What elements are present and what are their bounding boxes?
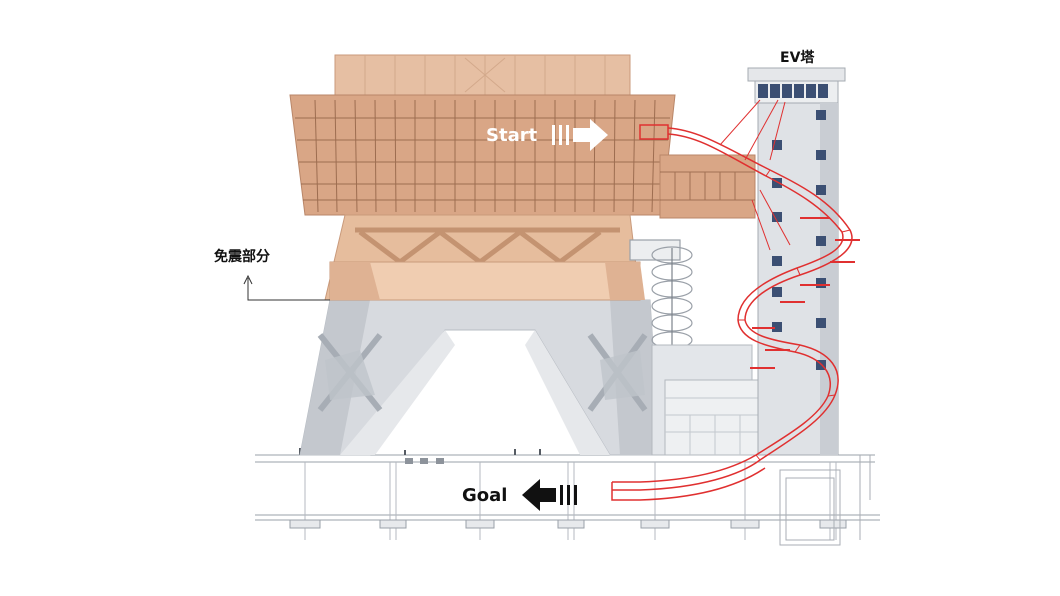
spiral-staircase — [629, 239, 693, 350]
seismic-isolated-structure — [289, 54, 756, 301]
foundation-structure — [255, 448, 880, 546]
arrow-right-icon — [552, 119, 608, 151]
goal-label: Goal — [462, 485, 507, 506]
seismic-isolation-label: 免震部分 — [214, 248, 270, 265]
arrow-left-icon — [522, 479, 577, 511]
support-legs — [299, 299, 661, 456]
elevator-tower — [747, 67, 846, 456]
spiral-slide — [611, 99, 860, 501]
ev-tower-label: EV塔 — [780, 49, 815, 66]
seismic-leader-line — [243, 274, 330, 301]
start-label: Start — [486, 125, 538, 146]
